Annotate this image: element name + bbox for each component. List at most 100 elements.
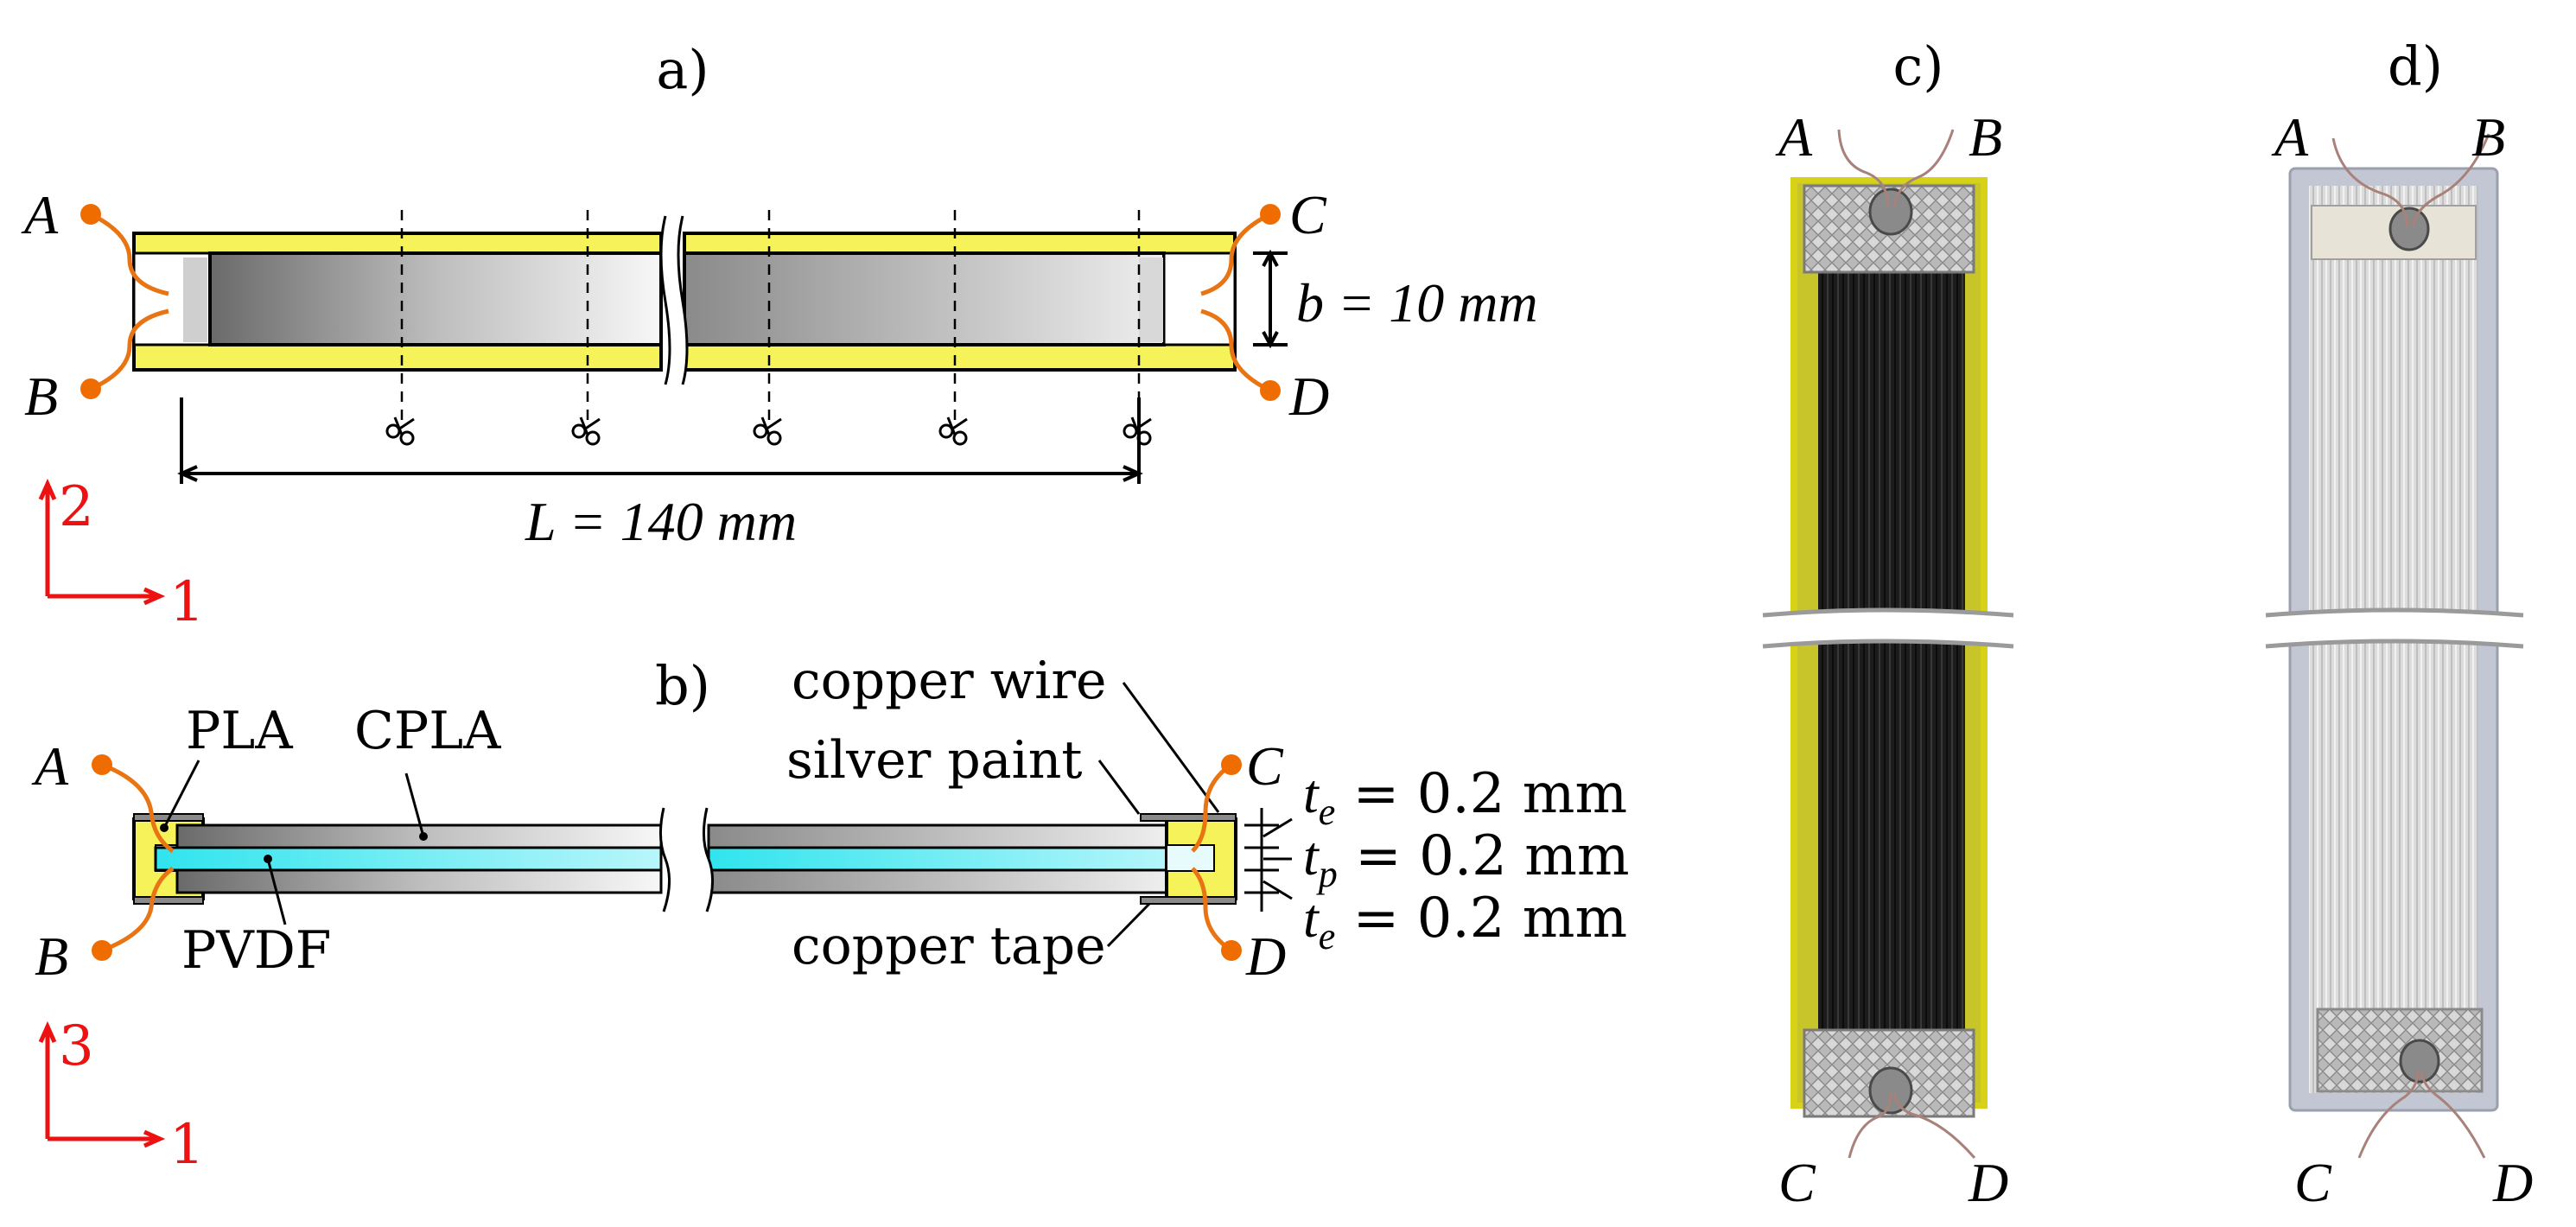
wire-d-photo-d <box>2420 1071 2486 1159</box>
axis-1-label-bottom: 1 <box>169 1113 205 1177</box>
wire-c-top <box>1200 212 1272 296</box>
copper-tape-label: copper tape <box>792 916 1106 976</box>
terminal-a-label: A <box>21 184 59 245</box>
wire-c-photo-d <box>2357 1071 2420 1159</box>
copper-tape-right-top <box>1140 813 1237 822</box>
terminal-d-label-c: D <box>1968 1152 2008 1213</box>
terminal-c-label-b: C <box>1246 735 1284 797</box>
cpla-bottom-layer-left <box>175 868 663 894</box>
width-label: b = 10 mm <box>1296 272 1538 334</box>
copper-tape-bottom-photo-d <box>2316 1008 2484 1093</box>
silver-paint-blob-bottom-d <box>2399 1039 2440 1084</box>
terminal-c-dot-b <box>1221 754 1242 775</box>
pvdf-label: PVDF <box>181 920 331 981</box>
specimen-top-view <box>80 204 1281 446</box>
terminal-a-label-c: A <box>1775 106 1813 168</box>
thickness-dimensions <box>1244 808 1293 912</box>
axis-2-label: 2 <box>59 475 94 539</box>
terminal-d-dot <box>1260 380 1281 401</box>
wire-d-bottom <box>1191 867 1233 953</box>
wire-a-bottom <box>101 762 175 854</box>
terminal-c-label-d: C <box>2294 1152 2332 1213</box>
scissors-icon <box>938 416 968 446</box>
terminal-a-dot-b <box>92 754 112 775</box>
terminal-a-dot <box>80 204 101 225</box>
terminal-d-dot-b <box>1221 940 1242 961</box>
photo-carbon-specimen <box>1762 129 2014 1159</box>
scissors-icon <box>753 416 782 446</box>
silver-paint-leader <box>1097 760 1141 815</box>
pla-label: PLA <box>186 701 293 761</box>
wire-d-photo <box>1892 1092 1976 1159</box>
copper-tape-left-bottom <box>133 896 204 905</box>
panel-label-d: d) <box>2388 35 2443 98</box>
wire-b-photo-d <box>2411 133 2490 227</box>
axis-1-label-top: 1 <box>169 570 205 634</box>
wire-a-top <box>89 212 169 296</box>
terminal-b-label-b: B <box>35 925 68 987</box>
wire-b-bottom <box>101 866 175 953</box>
copper-tape-right-bottom <box>1140 896 1237 905</box>
photo-break <box>1763 610 2013 646</box>
silver-paint-blob-top <box>1868 188 1913 236</box>
terminal-b-dot <box>80 378 101 399</box>
copper-wire-label: copper wire <box>792 651 1107 711</box>
pla-leader <box>162 760 200 829</box>
terminal-d-label-d: D <box>2492 1152 2533 1213</box>
wire-c-bottom <box>1191 762 1233 853</box>
panel-label-a: a) <box>656 38 709 101</box>
copper-wire-leader <box>1122 682 1220 813</box>
break-gap <box>661 216 687 385</box>
terminal-b-label: B <box>24 366 58 427</box>
axes-13 <box>38 1020 166 1148</box>
specimen-cross-section <box>92 682 1242 961</box>
axes-12 <box>38 478 166 606</box>
cpla-top-layer-right <box>707 823 1168 849</box>
wire-d-top <box>1200 308 1272 393</box>
break-gap-b <box>660 808 713 912</box>
scissors-icon <box>385 416 415 446</box>
length-label: L = 140 mm <box>525 491 797 552</box>
panel-label-b: b) <box>655 654 710 717</box>
wire-c-photo <box>1848 1092 1892 1159</box>
terminal-c-label: C <box>1289 184 1327 245</box>
cpla-strip-right <box>683 251 1166 346</box>
wire-a-photo-d <box>2331 137 2409 227</box>
cut-lines <box>400 210 1141 428</box>
te-top-label: te = 0.2 mm <box>1303 762 1627 833</box>
terminal-c-dot <box>1260 204 1281 225</box>
length-dimension <box>177 397 1143 484</box>
terminal-a-label-d: A <box>2271 106 2309 168</box>
width-dimension <box>1253 249 1288 349</box>
terminal-b-label-c: B <box>1969 106 2002 168</box>
terminal-d-label: D <box>1288 366 1329 427</box>
terminal-a-label-b: A <box>31 735 69 797</box>
terminal-b-dot-b <box>92 940 112 961</box>
panel-label-c: c) <box>1893 35 1944 98</box>
terminal-b-label-d: B <box>2471 106 2505 168</box>
wire-b-top <box>89 308 169 391</box>
terminal-d-label-b: D <box>1245 925 1286 987</box>
silver-paint-blob-top-d <box>2388 207 2430 251</box>
photo-silver-specimen <box>2265 133 2524 1159</box>
wire-a-photo <box>1837 129 1890 208</box>
electrode-pad-right-grey <box>1139 257 1163 342</box>
tp-label: tp = 0.2 mm <box>1303 824 1630 895</box>
pvdf-layer-left <box>154 846 663 872</box>
terminal-c-label-c: C <box>1778 1152 1816 1213</box>
cpla-label: CPLA <box>354 701 501 761</box>
electrode-pad-left-grey <box>183 257 207 342</box>
cpla-strip-left <box>208 251 663 346</box>
silver-paint-blob-bottom <box>1868 1066 1913 1115</box>
axis-3-label: 3 <box>59 1014 94 1078</box>
pvdf-layer-right <box>707 846 1181 872</box>
copper-tape-leader <box>1106 902 1151 948</box>
pvdf-leader <box>266 858 287 925</box>
scissors-icon <box>571 416 601 446</box>
silver-paint-label: silver paint <box>786 730 1082 791</box>
carbon-layer <box>1818 259 1965 1037</box>
photo-break-d <box>2266 610 2523 646</box>
cpla-bottom-layer-right <box>707 868 1168 894</box>
electrode-pad-right <box>1162 251 1237 346</box>
